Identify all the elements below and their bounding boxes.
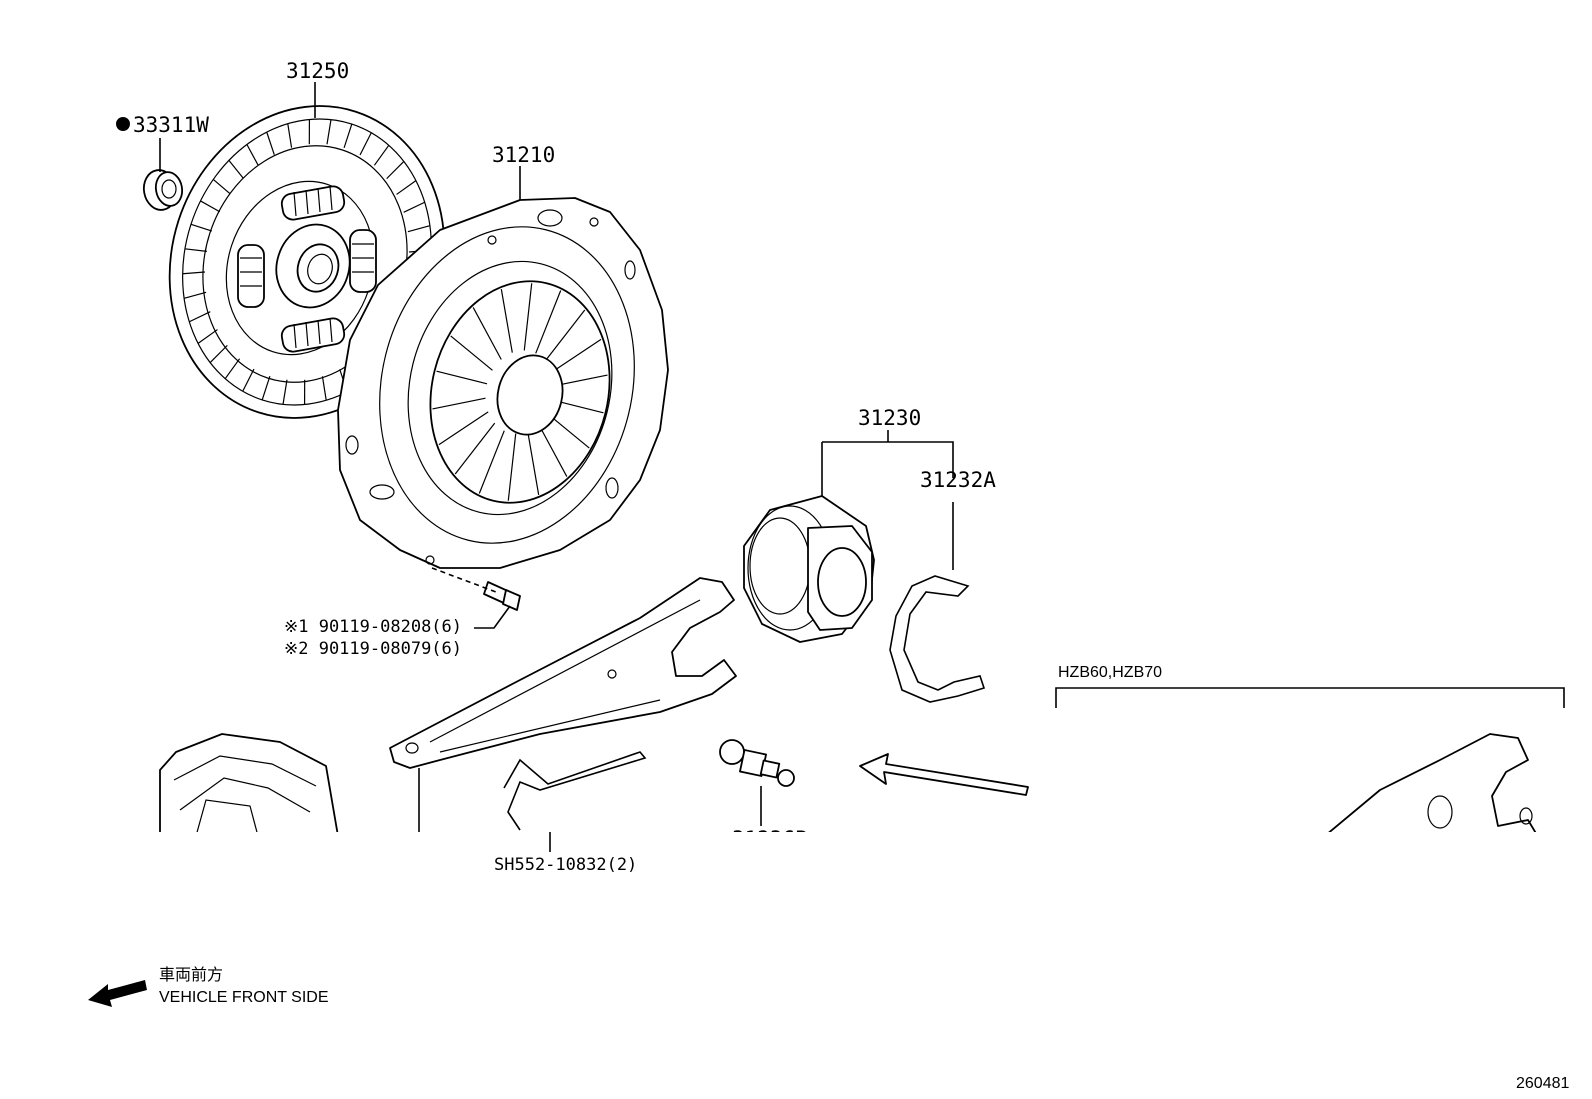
disc-facing-segment xyxy=(182,271,205,275)
disc-facing-segment xyxy=(200,200,221,213)
disc-facing-segment xyxy=(261,375,271,401)
label-release-bearing: 31230 xyxy=(858,406,921,430)
disc-facing-segment xyxy=(242,368,255,392)
vehicle-front-indicator: 車両前方 VEHICLE FRONT SIDE xyxy=(88,966,329,1007)
disc-facing-segment xyxy=(343,123,353,149)
label-pivot-partial: 31236B xyxy=(732,827,808,851)
diaphragm-finger xyxy=(500,289,513,353)
label-pilot-bearing: 33311W xyxy=(133,113,209,137)
clutch-cover-illustration xyxy=(337,197,669,569)
disc-facing-segment xyxy=(321,376,327,401)
label-clutch-cover: 31210 xyxy=(492,143,555,167)
diaphragm-finger xyxy=(450,335,493,371)
release-bearing-illustration xyxy=(743,495,875,643)
disc-facing-segment xyxy=(228,160,244,179)
disc-facing-segment xyxy=(287,123,293,148)
diaphragm-finger xyxy=(554,374,608,387)
label-clutch-disc: 31250 xyxy=(286,59,349,83)
bullet-dot-icon xyxy=(116,117,130,131)
disc-facing-segment xyxy=(386,160,405,180)
label-hub-clip: 31232A xyxy=(920,468,996,492)
label-bolt-2: ※2 90119-08079(6) xyxy=(284,639,462,659)
disc-facing-segment xyxy=(183,291,207,299)
pilot-bearing-illustration xyxy=(142,169,184,211)
disc-facing-segment xyxy=(224,358,241,380)
diaphragm-finger xyxy=(436,370,488,385)
disc-facing-segment xyxy=(212,178,231,195)
disc-facing-segment xyxy=(189,311,211,323)
label-bolt-1: ※1 90119-08208(6) xyxy=(284,617,462,637)
diagram-id: 260481 xyxy=(1516,1075,1569,1092)
label-variant: HZB60,HZB70 xyxy=(1058,664,1162,681)
diaphragm-finger xyxy=(523,283,533,351)
diaphragm-finger xyxy=(438,411,489,446)
disc-facing-segment xyxy=(373,144,390,166)
disc-facing-segment xyxy=(184,248,207,252)
diaphragm-finger xyxy=(544,309,586,362)
diaphragm-finger xyxy=(507,433,517,501)
disc-facing-segment xyxy=(403,201,425,213)
diaphragm-finger xyxy=(551,338,602,373)
label-fork-spring: SH552-10832(2) xyxy=(494,855,637,875)
diaphragm-finger xyxy=(454,422,496,475)
diaphragm-finger xyxy=(527,431,540,495)
diaphragm-finger xyxy=(538,424,568,477)
disc-facing-segment xyxy=(282,379,288,405)
disc-facing-segment xyxy=(266,131,275,155)
disc-facing-segment xyxy=(326,119,332,145)
disc-facing-segment xyxy=(209,344,228,364)
disc-facing-segment xyxy=(197,329,218,344)
disc-facing-segment xyxy=(190,223,213,232)
disc-facing-segment xyxy=(407,225,431,233)
diaphragm-finger xyxy=(432,397,486,410)
cover-bolt-illustration xyxy=(483,581,521,611)
front-side-en: VEHICLE FRONT SIDE xyxy=(159,989,329,1006)
leader-lines xyxy=(159,82,1565,852)
front-arrow-icon xyxy=(88,980,147,1007)
disc-facing-segment xyxy=(396,180,417,195)
assembly-arrow xyxy=(859,753,1029,796)
disc-facing-segment xyxy=(246,144,259,166)
disc-facing-segment xyxy=(359,132,372,156)
diaphragm-finger xyxy=(535,290,562,354)
diaphragm-finger xyxy=(472,307,502,360)
release-fork-illustration: 31236B xyxy=(159,577,1537,851)
diaphragm-finger xyxy=(478,430,505,494)
hub-clip-illustration xyxy=(889,575,986,703)
front-side-jp: 車両前方 xyxy=(159,966,223,984)
